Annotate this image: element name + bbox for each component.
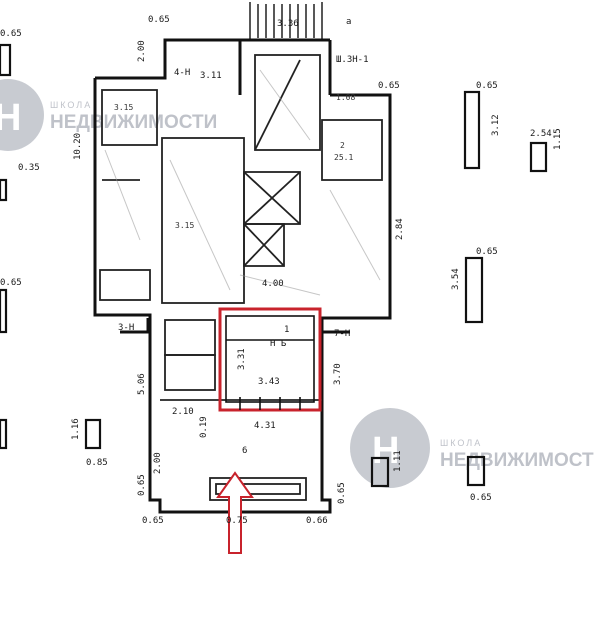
dim-0.75: 0.75: [226, 516, 248, 526]
dim-2.10: 2.10: [172, 407, 194, 417]
dim-0.65-tr: 0.65: [378, 81, 400, 91]
dim-7-n: 7-Н: [334, 329, 350, 339]
dim-3.15: 3.15: [175, 221, 194, 230]
highlighted-room-code: Н Б: [270, 339, 286, 349]
watermark-left: Н ШКОЛА НЕДВИЖИМОСТИ: [0, 79, 217, 151]
room-6: 6: [242, 446, 247, 456]
watermark-right: Н ШКОЛА НЕДВИЖИМОСТ: [350, 408, 594, 488]
watermark-school-label-2: ШКОЛА: [440, 438, 482, 448]
dim-0.65-l2: 0.65: [0, 278, 22, 288]
dim-0.65-r1: 0.65: [476, 81, 498, 91]
stair-top: [249, 2, 323, 40]
dim-2.00-bottom: 2.00: [153, 452, 163, 474]
dim-3.12: 3.12: [491, 114, 501, 136]
dim-0.65-r2: 0.65: [476, 247, 498, 257]
dim-3.36: 3.36: [277, 19, 299, 29]
dim-5.06: 5.06: [137, 373, 147, 395]
dim-0.65-bl2: 0.65: [137, 474, 147, 496]
dim-2.54: 2.54: [530, 129, 552, 139]
dim-1.08: 1.08: [336, 93, 355, 102]
dim-2.00-left: 2.00: [137, 40, 147, 62]
dimension-labels: 0.65 2.00 3.11 4-Н 3.36 а Ш.3Н-1 0.65 10…: [0, 15, 563, 526]
outer-walls: [93, 38, 392, 514]
dim-10.20: 10.20: [73, 133, 83, 160]
dim-3.31: 3.31: [237, 348, 247, 370]
room-25: 25.1: [334, 153, 353, 162]
watermark-brand-label-2: НЕДВИЖИМОСТ: [440, 450, 594, 471]
hatching: [104, 69, 381, 296]
highlighted-room-inner: [225, 315, 315, 410]
dim-1.16: 1.16: [71, 418, 81, 440]
dim-2.84: 2.84: [395, 218, 405, 240]
dim-4-n: 4-Н: [174, 68, 190, 78]
dim-3-n-left: 3-Н: [118, 323, 134, 333]
watermark-logo-icon: [0, 79, 44, 151]
exterior-piers: [0, 43, 548, 488]
dim-1.11: 1.11: [393, 450, 403, 472]
watermark-logo-glyph-2: Н: [372, 430, 399, 472]
entrance-arrow-icon: [216, 471, 254, 554]
watermark-logo-glyph: Н: [0, 97, 21, 139]
dim-4.00: 4.00: [262, 279, 284, 289]
dim-0.35: 0.35: [18, 163, 40, 173]
dim-0.65-bl: 0.65: [142, 516, 164, 526]
dim-0.65-l1: 0.65: [0, 29, 22, 39]
dim-0.65-r3: 0.65: [470, 493, 492, 503]
dim-3.11: 3.11: [200, 71, 222, 81]
dim-0.19: 0.19: [199, 416, 209, 438]
room-labels: 2 25.1 3.15: [114, 103, 353, 162]
dim-0.66: 0.66: [306, 516, 328, 526]
dim-0.65-br: 0.65: [337, 482, 347, 504]
watermark-school-label: ШКОЛА: [50, 100, 92, 110]
inner-walls: [99, 54, 383, 501]
highlighted-room-area: 3.43: [258, 377, 280, 387]
dim-sh-3n-1: Ш.3Н-1: [336, 55, 369, 65]
room-2: 2: [340, 141, 345, 150]
watermark-logo-icon-2: [350, 408, 430, 488]
highlighted-room-frame[interactable]: [218, 307, 322, 412]
dim-0.65-top: 0.65: [148, 15, 170, 25]
room-3.15: 3.15: [114, 103, 133, 112]
dim-4.31: 4.31: [254, 421, 276, 431]
dim-3.70: 3.70: [333, 363, 343, 385]
highlighted-room-number: 1: [284, 325, 289, 335]
dim-1.15: 1.15: [553, 128, 563, 150]
watermark-brand-label: НЕДВИЖИМОСТИ: [50, 112, 217, 133]
dim-a: а: [346, 17, 351, 27]
dim-0.85: 0.85: [86, 458, 108, 468]
dim-3.54: 3.54: [451, 268, 461, 290]
